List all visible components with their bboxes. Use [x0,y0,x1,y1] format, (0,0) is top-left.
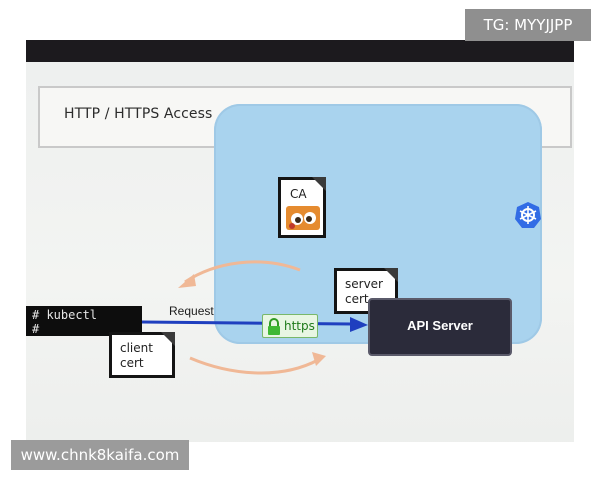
https-badge: https [262,314,318,338]
client-cert-card: client cert [109,332,175,378]
client-cert-label: client cert [120,341,153,370]
watermark-bottom: www.chnk8kaifa.com [11,440,189,470]
watermark-top: TG: MYYJJPP [465,9,591,41]
terminal-line-1: # kubectl [32,308,98,322]
ca-label: CA [290,187,307,201]
request-label: Request [169,304,214,318]
kubernetes-helm-icon [515,202,541,228]
server-cert-label: server cert [345,277,383,306]
ca-card: CA [278,177,326,238]
https-label: https [284,319,315,333]
ca-picture-icon [286,206,320,230]
api-server-label: API Server [407,318,473,333]
lock-icon [268,318,280,335]
api-server-box: API Server [368,298,512,356]
slide-title: HTTP / HTTPS Access [64,106,213,122]
terminal-line-2: # [32,322,40,336]
kubectl-terminal: # kubectl # [26,306,142,336]
